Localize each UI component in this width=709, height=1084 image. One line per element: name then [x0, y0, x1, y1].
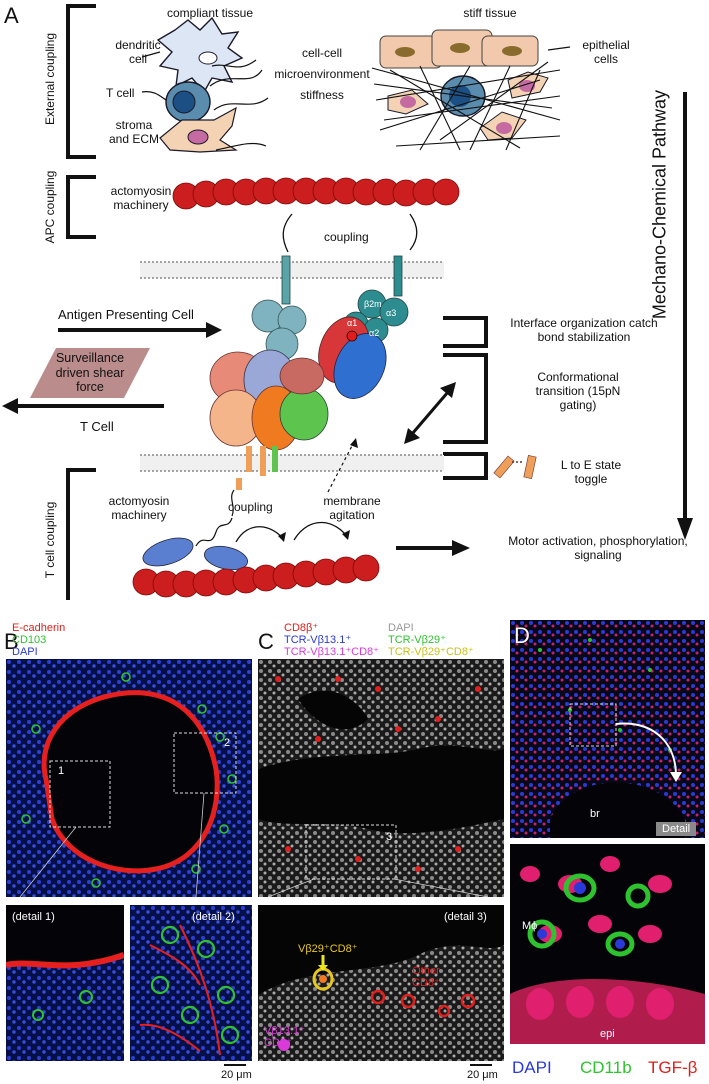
- actin-filament-bottom: [132, 554, 380, 598]
- panel-c-legend-vb29: TCR-Vβ29⁺: [388, 634, 446, 646]
- panel-d-mphi-label: Mϕ: [522, 920, 538, 932]
- coupling-top-label: coupling: [324, 230, 369, 244]
- panel-b-detail-1-label: (detail 1): [12, 911, 55, 923]
- compliant-tissue-label: compliant tissue: [166, 6, 254, 20]
- a3-label: α3: [386, 308, 396, 318]
- tcr-complex: [209, 349, 329, 490]
- panel-c-main-image: 3: [258, 659, 504, 897]
- panel-d-legend-cd11b: CD11b: [580, 1058, 632, 1077]
- panel-d-br-label: br: [590, 808, 600, 820]
- panel-a: A: [0, 0, 709, 600]
- epithelial-cells-label: epithelial cells: [582, 38, 630, 66]
- panel-c-vb29cd8-label: Vβ29⁺CD8⁺: [298, 943, 358, 955]
- panel-b-box-1: 1: [58, 765, 65, 777]
- panel-a-letter: A: [4, 3, 19, 28]
- coupling-bottom-label: coupling: [228, 500, 273, 514]
- actomyosin-top-label: actomyosin machinery: [110, 184, 172, 212]
- stiff-tissue-shape: [379, 29, 549, 141]
- panel-b-legend-ecad: E-cadherin: [12, 622, 66, 634]
- membrane-agitation-label: membrane agitation: [323, 494, 381, 522]
- panel-c-legend-vb131-cd8: TCR-Vβ13.1⁺CD8⁺: [284, 646, 379, 658]
- stroma-cell-shape: [159, 106, 238, 153]
- panel-d-detail-image: Mϕ epi: [510, 844, 705, 1044]
- stroma-ecm-label: stroma and ECM: [108, 118, 160, 146]
- panel-b-main-image: 1 2: [6, 659, 252, 897]
- membrane-bottom: [140, 454, 444, 472]
- mhc-labels: β2m α1 α2 α3: [0, 0, 709, 600]
- conformational-label: Conformational transition (15pN gating): [535, 370, 621, 412]
- panel-c-detail-3-label: (detail 3): [444, 911, 487, 923]
- b2m-label: β2m: [364, 299, 382, 309]
- panel-d-legend-dapi: DAPI: [512, 1058, 552, 1077]
- panel-c-vb131cd8-label: Vβ13.1⁺ CD8⁺: [264, 1025, 305, 1049]
- t-cell-shape: [165, 81, 211, 123]
- panel-c-detail-3: (detail 3) Vβ29⁺CD8⁺ Other CD8⁺ Vβ13.1⁺ …: [258, 905, 504, 1061]
- cell-cell-label: cell-cell: [301, 46, 342, 60]
- a2-label: α2: [369, 328, 379, 338]
- panel-c-other-cd8-label: Other CD8⁺: [412, 965, 440, 989]
- l-to-e-label: L to E state toggle: [560, 458, 622, 486]
- shear-force-shape: [30, 348, 150, 398]
- panel-b-letter: B: [4, 629, 19, 654]
- panel-c-box-3: 3: [386, 831, 393, 843]
- panel-b-legend-dapi: DAPI: [12, 646, 38, 658]
- panel-b-box-2: 2: [224, 737, 231, 749]
- panel-d-letter: D: [514, 623, 530, 648]
- panel-c-letter: C: [258, 629, 274, 654]
- panel-b-detail-2: (detail 2): [130, 905, 252, 1061]
- panel-c-legend-dapi: DAPI: [388, 622, 414, 634]
- panel-c-legend-vb29-cd8: TCR-Vβ29⁺CD8⁺: [388, 646, 474, 658]
- membrane-top: [140, 261, 444, 279]
- panel-b-detail-2-label: (detail 2): [192, 911, 235, 923]
- t-cell-arrow-label: T Cell: [80, 419, 114, 434]
- interface-org-label: Interface organization catch bond stabil…: [510, 316, 658, 344]
- panel-b-detail-1: (detail 1): [6, 905, 124, 1061]
- panel-d-detail-tag: Detail: [656, 822, 697, 836]
- dendritic-cell-shape: [156, 16, 244, 94]
- panel-c-scale-label: 20 μm: [467, 1069, 498, 1081]
- actin-filament-top: [172, 177, 460, 210]
- pathway-label: Mechano-Chemical Pathway: [649, 89, 670, 320]
- shear-force-label: Surveillance driven shear force: [55, 351, 125, 394]
- panel-c-legend-vb131: TCR-Vβ13.1⁺: [284, 634, 352, 646]
- stiffness-label: stiffness: [300, 88, 344, 102]
- panel-a-diagram: [2, 4, 693, 600]
- microenvironment-label: microenvironment: [274, 67, 370, 81]
- panel-d-epi-label: epi: [600, 1028, 615, 1040]
- t-cell-label: T cell: [106, 86, 135, 100]
- a1-label: α1: [347, 318, 357, 328]
- apc-molecules: [251, 255, 409, 399]
- apc-label: Antigen Presenting Cell: [58, 307, 194, 322]
- dendritic-cell-label: dendritic cell: [115, 38, 161, 66]
- motor-activation-label: Motor activation, phosphorylation, signa…: [508, 534, 688, 562]
- panel-c-legend-cd8: CD8β⁺: [284, 622, 319, 634]
- stiff-tissue-label: stiff tissue: [463, 6, 517, 20]
- myosin-bottom: [142, 489, 249, 571]
- panel-c-scale-bar: [470, 1064, 492, 1066]
- panel-b-scale-label: 20 μm: [221, 1069, 252, 1081]
- panel-d-legend-tgfb: TGF-β: [648, 1058, 698, 1077]
- panel-b-legend-cd103: CD103: [12, 634, 47, 646]
- panel-d-main-image: D br Detail: [510, 620, 705, 838]
- actomyosin-bottom-label: actomyosin machinery: [108, 494, 170, 522]
- panel-b-scale-bar: [224, 1064, 246, 1066]
- l-to-e-toggle-shape: [493, 455, 537, 479]
